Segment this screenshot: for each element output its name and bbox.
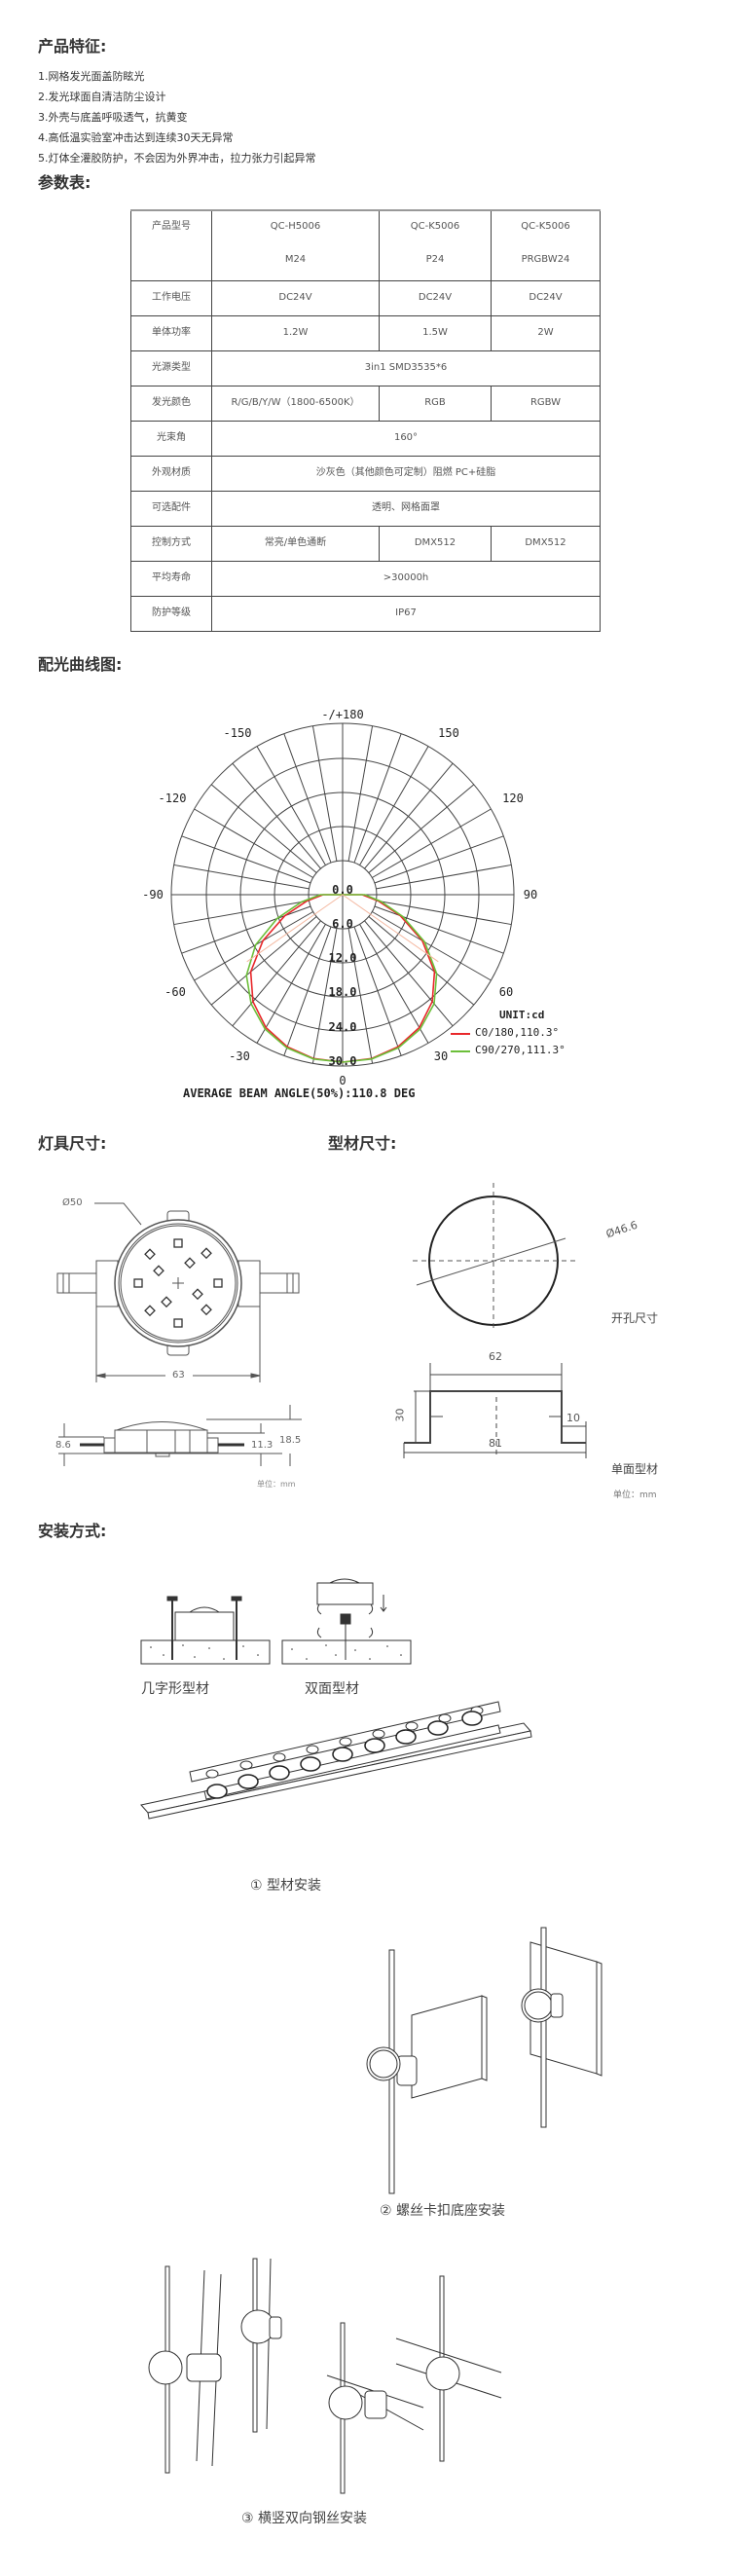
hole-label: 开孔尺寸 xyxy=(611,1311,659,1325)
row-label: 发光颜色 xyxy=(130,385,212,422)
ring-label: 18.0 xyxy=(328,985,357,999)
profile-drawing xyxy=(403,1363,587,1458)
ring-label: 6.0 xyxy=(332,917,353,931)
profile-label: 单面型材 xyxy=(611,1462,659,1476)
table-cell: RGBW xyxy=(491,385,601,422)
installation-title: 安装方式: xyxy=(38,1522,107,1540)
legend-label-c0: C0/180,110.3° xyxy=(475,1026,560,1039)
legend-label-c90: C90/270,111.3° xyxy=(475,1044,566,1056)
feature-item: 1.网格发光面盖防眩光 xyxy=(38,70,145,83)
profile-b-label: 双面型材 xyxy=(305,1681,359,1697)
ring-label: 0.0 xyxy=(332,883,353,897)
table-row: 光束角 160° xyxy=(130,420,601,457)
table-cell: DC24V xyxy=(379,279,492,316)
angle-label-m60: -60 xyxy=(164,985,186,999)
table-cell: 沙灰色（其他颜色可定制）阻燃 PC+硅脂 xyxy=(211,455,601,492)
body-height-label: 11.3 xyxy=(251,1440,274,1451)
profile-a-label: 几字形型材 xyxy=(141,1681,209,1697)
profile-cross-sections xyxy=(140,1578,412,1665)
profile-dims-title: 型材尺寸: xyxy=(328,1134,397,1153)
table-row: 控制方式 常亮/单色通断 DMX512 DMX512 xyxy=(130,525,601,562)
angle-label-120: 120 xyxy=(502,791,524,805)
legend-swatch-c90 xyxy=(451,1050,470,1052)
ring-label: 12.0 xyxy=(328,951,357,965)
table-row: 外观材质 沙灰色（其他颜色可定制）阻燃 PC+硅脂 xyxy=(130,455,601,492)
angle-label-0: 0 xyxy=(339,1074,347,1087)
feature-item: 5.灯体全灌胶防护，不会因为外界冲击，拉力张力引起异常 xyxy=(38,152,316,165)
unit-label: UNIT:cd xyxy=(499,1009,545,1021)
table-cell: 常亮/单色通断 xyxy=(211,525,380,562)
features-title: 产品特征: xyxy=(38,37,107,55)
unit-note: 单位：mm xyxy=(257,1480,296,1489)
bottom-width-label: 81 xyxy=(489,1437,502,1450)
method2-caption: ② 螺丝卡扣底座安装 xyxy=(380,2203,506,2219)
table-row: 工作电压 DC24V DC24V DC24V xyxy=(130,279,601,316)
diameter-label: Ø50 xyxy=(62,1197,83,1208)
table-cell: >30000h xyxy=(211,560,601,597)
table-cell: 3in1 SMD3535*6 xyxy=(211,350,601,386)
base-height-label: 8.6 xyxy=(55,1440,71,1451)
angle-label-m120: -120 xyxy=(158,791,187,805)
feature-item: 3.外壳与底盖呼吸透气，抗黄变 xyxy=(38,111,188,124)
width-label: 63 xyxy=(172,1370,185,1380)
beam-angle-note: AVERAGE BEAM ANGLE(50%):110.8 DEG xyxy=(183,1086,416,1100)
legend-swatch-c0 xyxy=(451,1033,470,1035)
cutout-drawing xyxy=(413,1183,576,1329)
specs-title: 参数表: xyxy=(38,173,91,192)
ring-label: 30.0 xyxy=(328,1054,357,1068)
model-line: QC-K5006 xyxy=(410,221,460,232)
row-label: 平均寿命 xyxy=(130,560,212,597)
method3-caption: ③ 横竖双向钢丝安装 xyxy=(241,2511,368,2526)
angle-label-60: 60 xyxy=(498,985,514,999)
flange-label: 10 xyxy=(566,1412,580,1424)
feature-item: 4.高低温实验室冲击达到连续30天无异常 xyxy=(38,131,234,144)
table-cell: 透明、网格面罩 xyxy=(211,490,601,527)
profile-installation-drawing xyxy=(140,1701,532,1820)
fixture-side-view xyxy=(58,1405,302,1466)
table-row: 平均寿命 >30000h xyxy=(130,560,601,597)
polar-chart xyxy=(170,722,515,1067)
height-label: 30 xyxy=(393,1408,407,1422)
model-line: QC-H5006 xyxy=(270,221,321,232)
wire-installation-drawing xyxy=(148,2258,502,2494)
model-line: QC-K5006 xyxy=(521,221,570,232)
table-row: 防护等级 IP67 xyxy=(130,595,601,632)
angle-label-150: 150 xyxy=(438,726,459,740)
photometric-title: 配光曲线图: xyxy=(38,655,123,674)
table-cell: IP67 xyxy=(211,595,601,632)
row-label: 外观材质 xyxy=(130,455,212,492)
fixture-top-view xyxy=(56,1202,300,1382)
table-cell: 1.2W xyxy=(211,314,380,351)
row-label: 光源类型 xyxy=(130,350,212,386)
angle-label-180: -/+180 xyxy=(321,708,364,721)
angle-label-m150: -150 xyxy=(223,726,252,740)
model-line: M24 xyxy=(284,254,307,265)
table-row: 光源类型 3in1 SMD3535*6 xyxy=(130,350,601,386)
feature-item: 2.发光球面自清洁防尘设计 xyxy=(38,91,166,103)
top-width-label: 62 xyxy=(489,1350,502,1363)
angle-label-m30: -30 xyxy=(229,1049,250,1063)
table-cell: DC24V xyxy=(211,279,380,316)
ring-label: 24.0 xyxy=(328,1020,357,1034)
fixture-dims-title: 灯具尺寸: xyxy=(38,1134,107,1153)
table-row: 可选配件 透明、网格面罩 xyxy=(130,490,601,527)
screw-clip-installation-drawing xyxy=(366,1927,602,2194)
row-label: 控制方式 xyxy=(130,525,212,562)
table-cell: DC24V xyxy=(491,279,601,316)
model-line: P24 xyxy=(425,254,445,265)
row-label: 可选配件 xyxy=(130,490,212,527)
method1-caption: ① 型材安装 xyxy=(250,1878,322,1894)
angle-label-30: 30 xyxy=(433,1049,449,1063)
total-height-label: 18.5 xyxy=(279,1435,302,1446)
profile-unit-note: 单位：mm xyxy=(613,1490,657,1500)
angle-label-m90: -90 xyxy=(142,888,164,902)
angle-label-90: 90 xyxy=(523,888,538,902)
table-cell: DMX512 xyxy=(491,525,601,562)
model-line: PRGBW24 xyxy=(521,254,570,265)
